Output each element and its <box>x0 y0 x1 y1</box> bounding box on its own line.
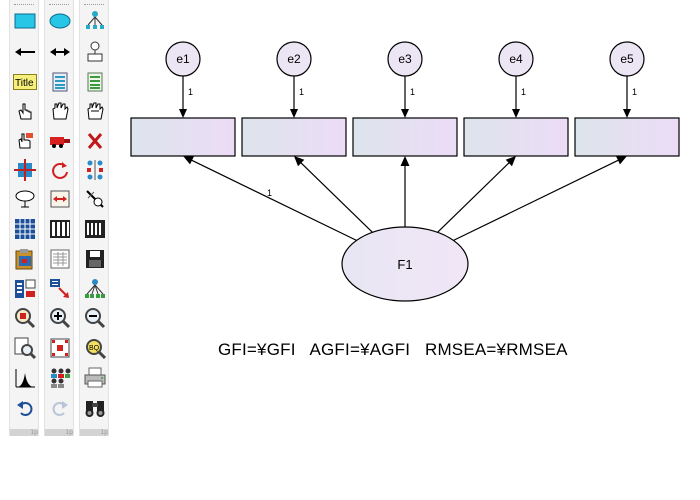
factor-loading-path[interactable] <box>437 161 510 233</box>
bayesian-estimation-icon[interactable] <box>13 366 37 390</box>
error-path-label: 1 <box>410 87 415 97</box>
observed-variable-box[interactable] <box>130 117 236 157</box>
save-diagram-icon[interactable] <box>83 247 107 271</box>
toolbar-grip[interactable] <box>14 4 34 7</box>
toolbox-column-3: 1p <box>79 0 109 436</box>
factor-loading-arrowhead <box>505 156 516 167</box>
figure-caption-icon[interactable]: Title <box>13 70 37 94</box>
rotate-indicators-icon[interactable] <box>48 158 72 182</box>
select-all-objects-icon[interactable] <box>48 99 72 123</box>
error-variable-label: e2 <box>287 52 301 66</box>
factor-loading-arrowhead <box>294 156 305 167</box>
observed-variable-box[interactable] <box>241 117 347 157</box>
draw-unobserved-variable-icon[interactable] <box>48 9 72 33</box>
error-variable-e2[interactable] <box>276 41 312 77</box>
toolbar-grip[interactable] <box>49 4 69 7</box>
redo-icon <box>48 396 72 420</box>
latent-factor-label: F1 <box>397 257 412 272</box>
svg-text:Title: Title <box>15 78 34 89</box>
erase-objects-icon[interactable] <box>83 129 107 153</box>
error-variable-label: e5 <box>620 52 634 66</box>
error-paths: 1 1 1 1 1 <box>179 76 637 118</box>
reflect-indicators-icon[interactable] <box>83 158 107 182</box>
duplicate-objects-icon[interactable] <box>13 129 37 153</box>
object-properties-icon[interactable] <box>13 277 37 301</box>
factor-loading-label: 1 <box>267 188 272 198</box>
error-path-arrowhead <box>401 109 409 118</box>
draw-observed-variable-icon[interactable] <box>13 9 37 33</box>
select-one-object-icon[interactable] <box>13 99 37 123</box>
list-variables-in-dataset-icon[interactable] <box>83 70 107 94</box>
copy-to-clipboard-icon[interactable] <box>13 247 37 271</box>
observed-variable-box[interactable] <box>352 117 458 157</box>
specification-search-icon[interactable] <box>83 396 107 420</box>
zoom-in-selected-icon[interactable] <box>13 306 37 330</box>
scroll-icon[interactable] <box>48 187 72 211</box>
factor-loadings: 1 <box>183 156 627 241</box>
observed-variables <box>130 117 680 157</box>
factor-loading-arrowhead <box>616 156 627 165</box>
analysis-properties-icon[interactable] <box>48 217 72 241</box>
error-path-arrowhead <box>179 109 187 118</box>
factor-loading-path[interactable] <box>300 161 373 233</box>
list-variables-in-model-icon[interactable] <box>48 70 72 94</box>
change-shape-icon[interactable] <box>13 158 37 182</box>
touch-up-icon[interactable] <box>83 187 107 211</box>
error-path-arrowhead <box>623 109 631 118</box>
toolbox-footer: 1p <box>45 429 73 436</box>
drag-properties-icon[interactable] <box>48 277 72 301</box>
error-variable-e5[interactable] <box>609 41 645 77</box>
move-objects-icon[interactable] <box>48 129 72 153</box>
observed-variable-box[interactable] <box>574 117 680 157</box>
zoom-in-icon[interactable] <box>48 306 72 330</box>
error-variable-e4[interactable] <box>498 41 534 77</box>
error-path-arrowhead <box>512 109 520 118</box>
latent-factor-group: F1 <box>341 226 469 302</box>
draw-latent-indicator-icon[interactable] <box>83 9 107 33</box>
toolbox-footer: 1p <box>80 429 108 436</box>
error-path-arrowhead <box>290 109 298 118</box>
preserve-symmetries-icon[interactable] <box>83 277 107 301</box>
observed-variable-box[interactable] <box>463 117 569 157</box>
select-data-files-icon[interactable] <box>13 217 37 241</box>
error-variable-label: e4 <box>509 52 523 66</box>
zoom-out-icon[interactable] <box>83 306 107 330</box>
error-variable-e1[interactable] <box>165 41 201 77</box>
toolbar-grip[interactable] <box>84 4 104 7</box>
error-variables: e1 e2 e3 e4 e5 <box>165 41 645 77</box>
error-variable-label: e1 <box>176 52 190 66</box>
move-parameter-icon[interactable] <box>13 187 37 211</box>
draw-path-icon[interactable] <box>13 40 37 64</box>
svg-text:BQ: BQ <box>89 345 100 352</box>
toolbox-column-1: 1p <box>9 0 39 436</box>
add-unique-variable-icon[interactable] <box>83 40 107 64</box>
error-variable-label: e3 <box>398 52 412 66</box>
error-path-label: 1 <box>299 87 304 97</box>
latent-factor-f1[interactable] <box>341 226 469 302</box>
factor-loading-arrowhead <box>183 156 194 165</box>
calculate-estimates-icon[interactable] <box>83 217 107 241</box>
view-text-output-icon[interactable] <box>48 247 72 271</box>
resize-to-fit-page-icon[interactable] <box>48 336 72 360</box>
show-page-icon[interactable] <box>13 336 37 360</box>
error-path-label: 1 <box>632 87 637 97</box>
magnify-icon[interactable]: BQ <box>83 336 107 360</box>
toolbox-panel: 1p 1p 1p Title <box>0 0 118 436</box>
fit-indices-caption[interactable]: GFI=¥GFI AGFI=¥AGFI RMSEA=¥RMSEA <box>218 340 568 359</box>
factor-loading-arrowhead <box>400 156 410 166</box>
error-path-label: 1 <box>188 87 193 97</box>
factor-loading-path[interactable] <box>190 159 357 241</box>
multiple-group-analysis-icon[interactable] <box>48 366 72 390</box>
undo-icon[interactable] <box>13 396 37 420</box>
deselect-all-objects-icon[interactable] <box>83 99 107 123</box>
error-variable-e3[interactable] <box>387 41 423 77</box>
draw-covariance-icon[interactable] <box>48 40 72 64</box>
print-icon[interactable] <box>83 366 107 390</box>
factor-loading-path[interactable] <box>453 159 620 241</box>
error-path-label: 1 <box>521 87 526 97</box>
toolbox-footer: 1p <box>10 429 38 436</box>
